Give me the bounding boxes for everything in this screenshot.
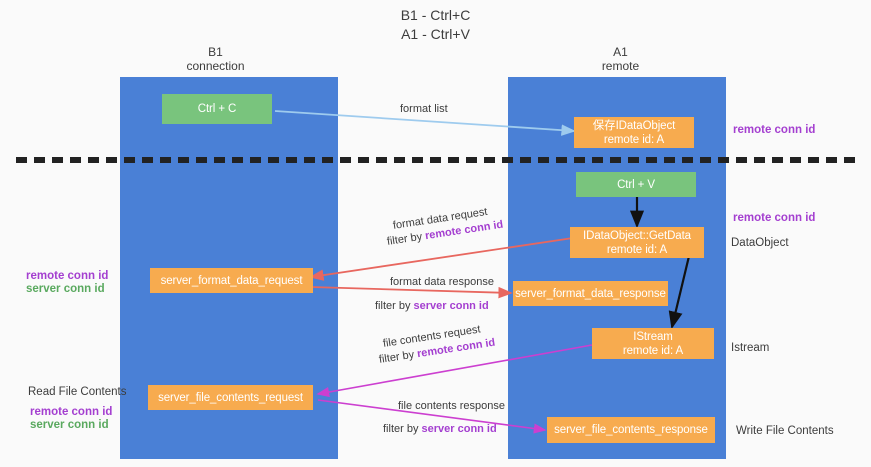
label-file-contents-request-filter-prefix: filter by: [378, 348, 419, 366]
box-server-file-contents-response[interactable]: server_file_contents_response: [547, 417, 715, 443]
right-label-remote-conn-id-mid-text: remote conn id: [733, 212, 816, 224]
box-server-format-data-request[interactable]: server_format_data_request: [150, 268, 313, 293]
right-label-istream: Istream: [731, 341, 769, 355]
box-ctrl-v-label: Ctrl + V: [617, 178, 655, 191]
box-server-format-data-request-label: server_format_data_request: [160, 274, 303, 287]
left-label-remote-conn-id-mid-text: remote conn id: [26, 270, 109, 282]
box-istream[interactable]: IStream remote id: A: [592, 328, 714, 359]
left-label-remote-conn-id-bottom-text: remote conn id: [30, 406, 113, 418]
title-line-1: B1 - Ctrl+C: [400, 7, 471, 23]
label-format-list: format list: [400, 102, 448, 116]
left-label-server-conn-id-mid-text: server conn id: [26, 283, 105, 295]
left-label-server-conn-id-bottom-text: server conn id: [30, 419, 109, 431]
box-ctrl-c[interactable]: Ctrl + C: [162, 94, 272, 124]
box-idataobject-getdata[interactable]: IDataObject::GetData remote id: A: [570, 227, 704, 258]
label-format-data-response-filter-key: server conn id: [413, 300, 489, 312]
box-idataobject-getdata-line2: remote id: A: [606, 243, 668, 256]
box-save-idataobject[interactable]: 保存IDataObject remote id: A: [574, 117, 694, 148]
box-ctrl-c-label: Ctrl + C: [197, 103, 237, 115]
lane-header-a1: A1 remote: [553, 45, 688, 73]
left-label-read-file-contents-text: Read File Contents: [28, 386, 127, 398]
box-server-format-data-response[interactable]: server_format_data_response: [513, 281, 668, 306]
lane-header-a1-name: A1: [613, 45, 628, 59]
left-label-remote-conn-id-bottom: remote conn id: [30, 405, 112, 419]
label-format-data-response-filter-prefix: filter by: [375, 300, 414, 312]
label-file-contents-response-filter: filter by server conn id: [383, 422, 497, 436]
lane-header-b1: B1 connection: [148, 45, 283, 73]
left-label-read-file-contents: Read File Contents: [28, 385, 126, 399]
left-label-server-conn-id-mid: server conn id: [26, 282, 105, 296]
label-format-data-response: format data response: [390, 275, 494, 289]
right-label-istream-text: Istream: [731, 342, 770, 354]
label-file-contents-response-filter-prefix: filter by: [383, 423, 422, 435]
box-server-format-data-response-label: server_format_data_response: [515, 287, 666, 300]
label-file-contents-response: file contents response: [398, 399, 505, 413]
box-save-idataobject-line2: remote id: A: [603, 133, 665, 146]
label-file-contents-response-filter-key: server conn id: [421, 423, 497, 435]
right-label-dataobject: DataObject: [731, 236, 789, 250]
right-label-write-file-contents: Write File Contents: [736, 424, 834, 438]
label-format-data-response-text: format data response: [390, 276, 494, 288]
left-label-remote-conn-id-mid: remote conn id: [26, 269, 108, 283]
right-label-write-file-contents-text: Write File Contents: [736, 425, 834, 437]
lane-header-a1-role: remote: [601, 59, 640, 73]
label-format-data-request-filter-prefix: filter by: [386, 230, 427, 248]
box-server-file-contents-request[interactable]: server_file_contents_request: [148, 385, 313, 410]
box-save-idataobject-line1: 保存IDataObject: [592, 119, 676, 132]
right-label-remote-conn-id-mid: remote conn id: [733, 211, 815, 225]
right-label-remote-conn-id-top-text: remote conn id: [733, 124, 816, 136]
box-istream-line1: IStream: [633, 330, 673, 343]
right-label-dataobject-text: DataObject: [731, 237, 789, 249]
box-server-file-contents-response-label: server_file_contents_response: [554, 424, 708, 436]
right-label-remote-conn-id-top: remote conn id: [733, 123, 815, 137]
box-ctrl-v[interactable]: Ctrl + V: [576, 172, 696, 197]
box-istream-line2: remote id: A: [622, 344, 684, 357]
title-line-2: A1 - Ctrl+V: [401, 26, 470, 42]
left-label-server-conn-id-bottom: server conn id: [30, 418, 109, 432]
label-format-list-text: format list: [400, 103, 448, 115]
box-server-file-contents-request-label: server_file_contents_request: [158, 391, 303, 404]
page-title: B1 - Ctrl+C A1 - Ctrl+V: [0, 6, 871, 44]
label-file-contents-response-text: file contents response: [398, 400, 506, 412]
box-idataobject-getdata-line1: IDataObject::GetData: [583, 229, 691, 242]
lane-header-b1-role: connection: [186, 59, 245, 73]
label-format-data-response-filter: filter by server conn id: [375, 299, 489, 313]
lane-header-b1-name: B1: [208, 45, 223, 59]
